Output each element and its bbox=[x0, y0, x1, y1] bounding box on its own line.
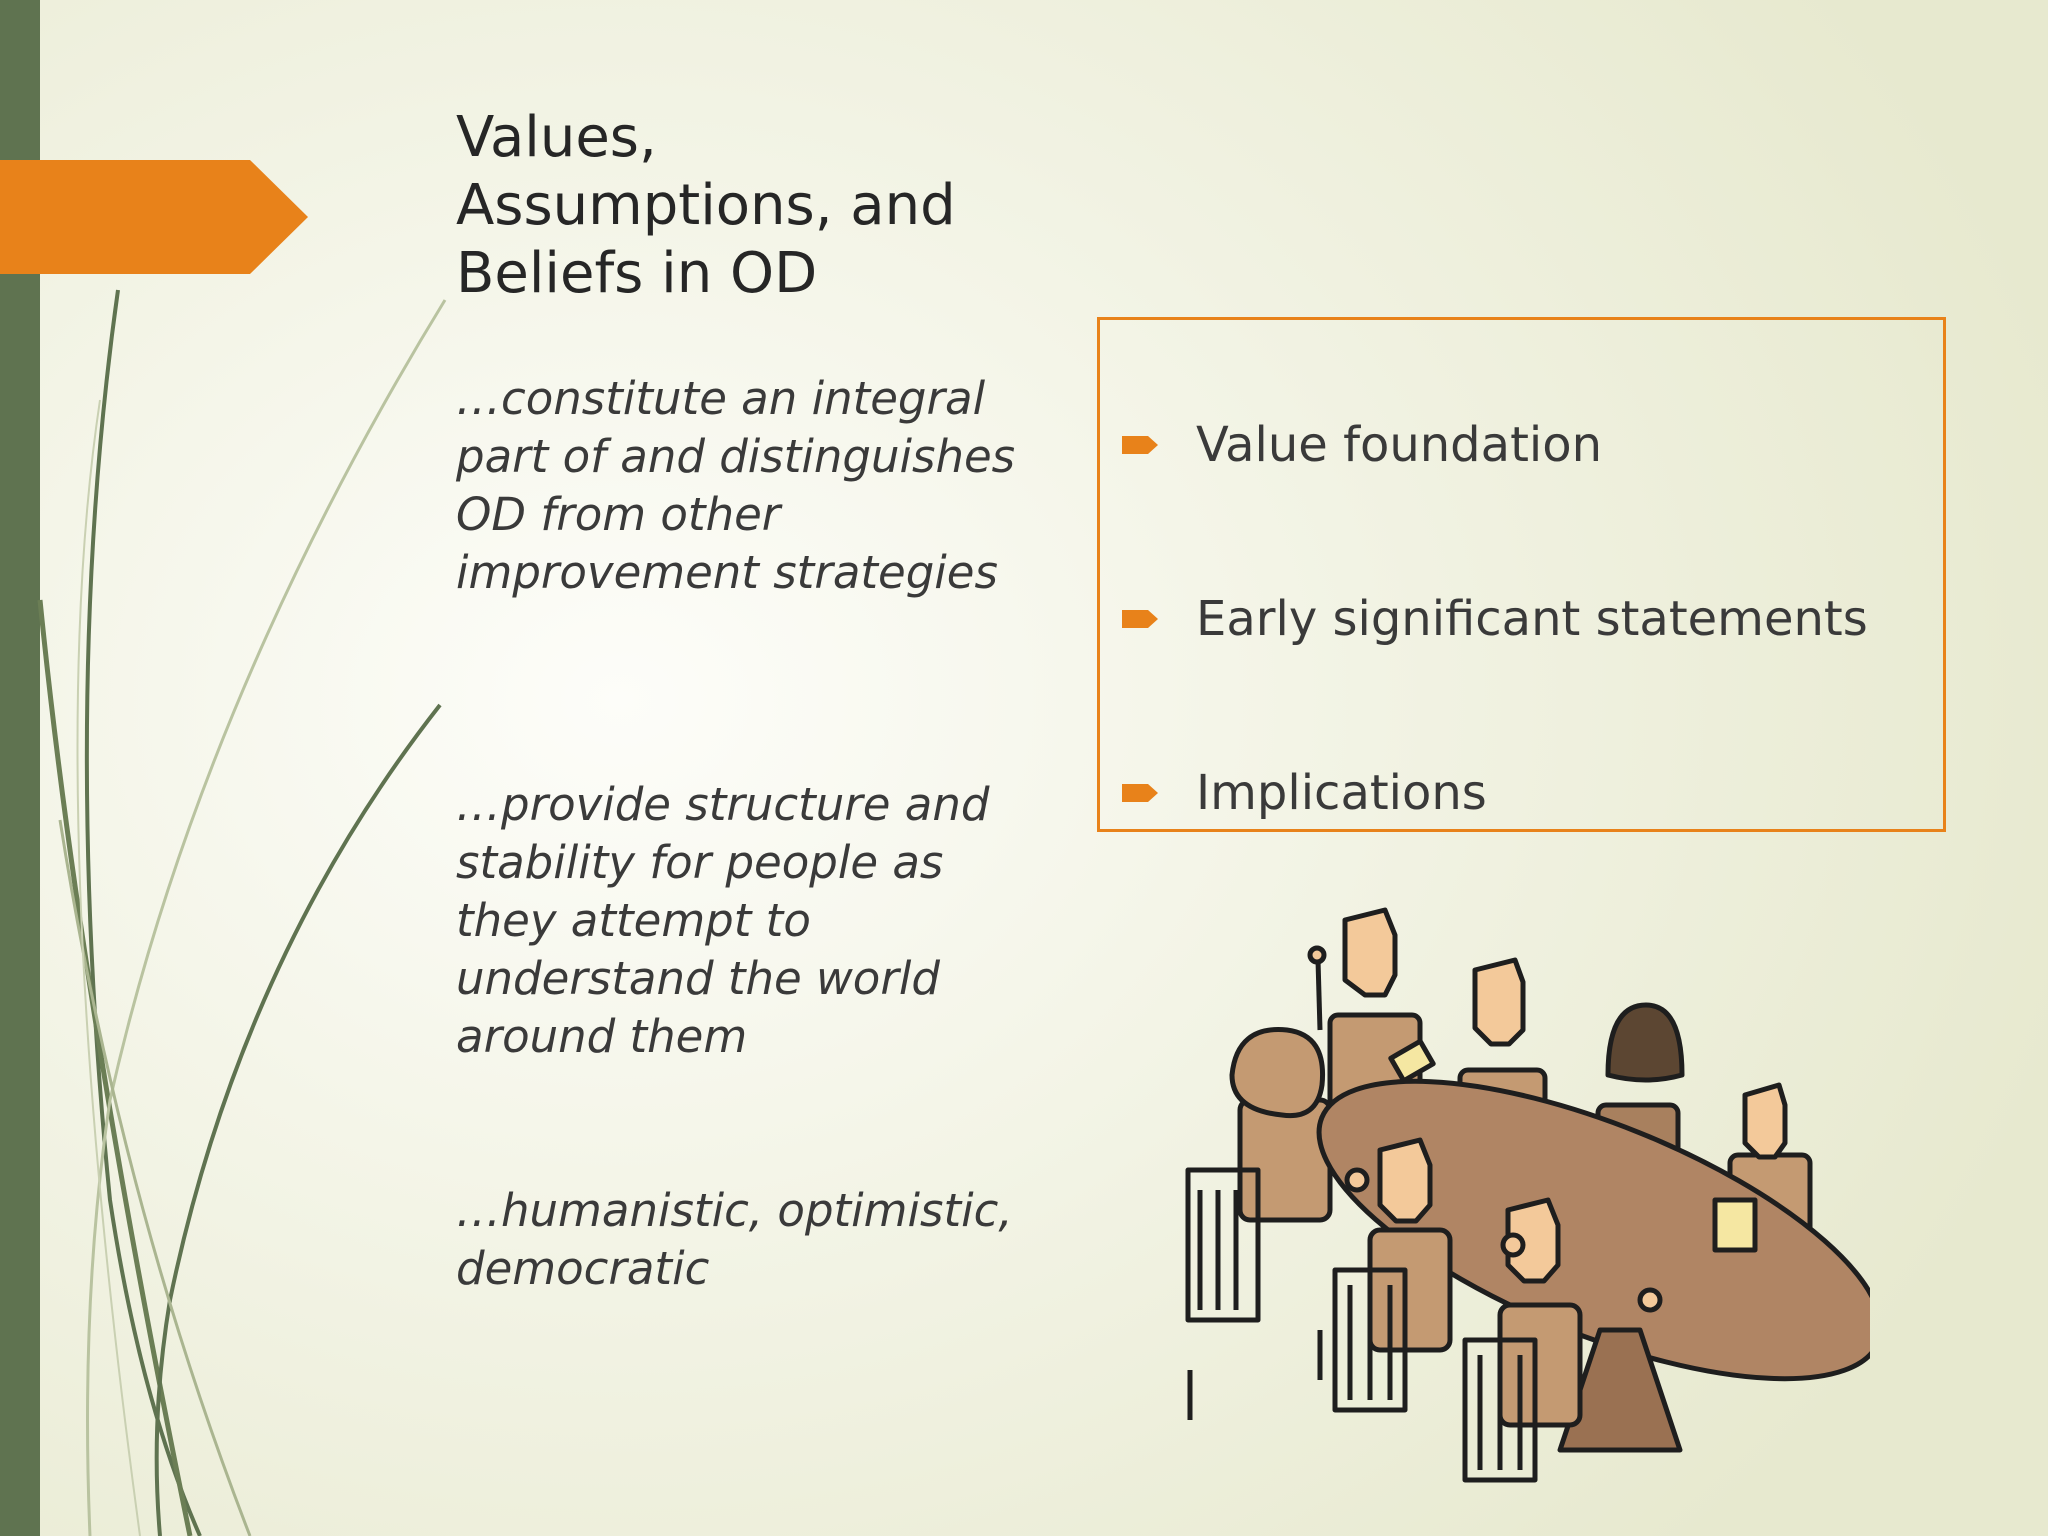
bullet-label: Value foundation bbox=[1196, 417, 1603, 473]
chair-left bbox=[1185, 1167, 1323, 1420]
bullet-item-value-foundation: Value foundation bbox=[1122, 415, 1602, 475]
bullet-item-implications: Implications bbox=[1122, 763, 1487, 823]
slide-title: Values, Assumptions, and Beliefs in OD bbox=[456, 104, 1016, 308]
decorative-grass-strokes bbox=[37, 289, 447, 1536]
title-line-1: Values, bbox=[456, 105, 657, 170]
meeting-table-illustration bbox=[1185, 907, 1870, 1483]
bullet-item-early-statements: Early significant statements bbox=[1122, 589, 1868, 649]
person-left bbox=[1229, 1027, 1333, 1223]
bullet-box: Value foundation Early significant state… bbox=[1097, 317, 1946, 832]
title-line-3: Beliefs in OD bbox=[456, 241, 818, 306]
arrow-bullet-icon bbox=[1122, 436, 1158, 454]
bullet-label: Early significant statements bbox=[1196, 591, 1868, 647]
chair-front bbox=[1332, 1267, 1408, 1413]
paragraph-integral: …constitute an integral part of and dist… bbox=[456, 372, 1016, 599]
arrow-bullet-icon bbox=[1122, 610, 1158, 628]
bullet-label: Implications bbox=[1196, 765, 1487, 821]
arrow-bullet-icon bbox=[1122, 784, 1158, 802]
orange-arrow-banner bbox=[0, 160, 308, 274]
chair-front-right bbox=[1462, 1337, 1538, 1483]
title-line-2: Assumptions, and bbox=[456, 173, 956, 238]
paragraph-humanistic: …humanistic, optimistic, democratic bbox=[456, 1184, 1013, 1295]
paragraph-structure: …provide structure and stability for peo… bbox=[456, 778, 990, 1063]
